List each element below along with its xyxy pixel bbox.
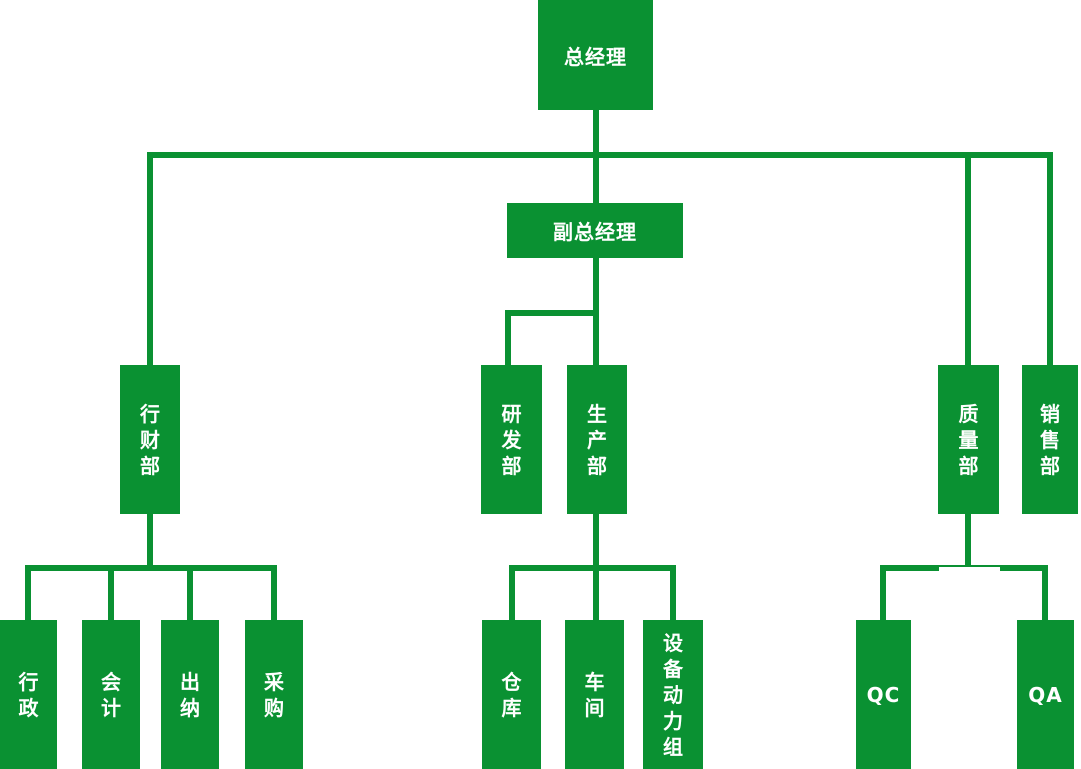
node-accounting[interactable]: 会计: [82, 620, 140, 769]
node-workshop[interactable]: 车间: [565, 620, 624, 769]
node-equipment-power-group[interactable]: 设备动力组: [643, 620, 703, 769]
connector-main-bus: [147, 152, 1053, 158]
node-label: 研发部: [501, 401, 522, 478]
node-label: 出纳: [180, 669, 200, 720]
node-label: QA: [1028, 682, 1063, 707]
node-label: 总经理: [564, 44, 627, 69]
node-qa[interactable]: QA: [1017, 620, 1074, 769]
connector-drop-cashier: [187, 565, 193, 620]
connector-drop-warehouse: [509, 565, 515, 620]
connector-drop-workshop: [593, 565, 599, 620]
node-warehouse[interactable]: 仓库: [482, 620, 541, 769]
connector-mid-bus: [509, 565, 676, 571]
node-quality-dept[interactable]: 质量部: [938, 365, 999, 514]
node-general-manager[interactable]: 总经理: [538, 0, 653, 110]
node-label: 设备动力组: [663, 630, 683, 759]
connector-drop-sales: [1047, 152, 1053, 365]
connector-drop-qa: [1042, 565, 1048, 622]
connector-drop-quality: [965, 152, 971, 365]
node-procurement[interactable]: 采购: [245, 620, 303, 769]
node-label: 仓库: [501, 669, 522, 720]
connector-drop-procurement: [271, 565, 277, 620]
connector-drop-equipment: [670, 565, 676, 620]
connector-production-bottom: [593, 514, 599, 571]
connector-drop-qc: [880, 565, 886, 621]
node-cashier[interactable]: 出纳: [161, 620, 219, 769]
node-label: 采购: [264, 669, 284, 720]
node-label: 生产部: [587, 401, 607, 478]
node-label: 会计: [101, 669, 121, 720]
node-label: 质量部: [958, 401, 979, 478]
node-admin-finance-dept[interactable]: 行财部: [120, 365, 180, 514]
connector-right-bus-gap: [939, 567, 1000, 572]
node-label: 副总经理: [553, 220, 637, 244]
node-label: 销售部: [1040, 401, 1060, 478]
node-admin[interactable]: 行政: [0, 620, 57, 769]
node-qc[interactable]: QC: [856, 620, 911, 769]
node-production-dept[interactable]: 生产部: [567, 365, 627, 514]
node-label: 行财部: [140, 401, 160, 478]
connector-drop-admin-finance: [147, 152, 153, 365]
node-rnd-dept[interactable]: 研发部: [481, 365, 542, 514]
connector-drop-accounting: [108, 565, 114, 620]
node-deputy-general-manager[interactable]: 副总经理: [507, 203, 683, 258]
node-label: 车间: [584, 669, 605, 720]
connector-left-bus: [25, 565, 277, 571]
node-label: 行政: [18, 669, 39, 720]
connector-rnd-elbow-v: [505, 310, 511, 365]
connector-drop-admin: [25, 565, 31, 620]
connector-rnd-elbow-h: [505, 310, 599, 316]
connector-quality-bottom: [965, 514, 971, 571]
connector-admin-finance-bottom: [147, 514, 153, 571]
node-label: QC: [866, 682, 901, 707]
node-sales-dept[interactable]: 销售部: [1022, 365, 1078, 514]
